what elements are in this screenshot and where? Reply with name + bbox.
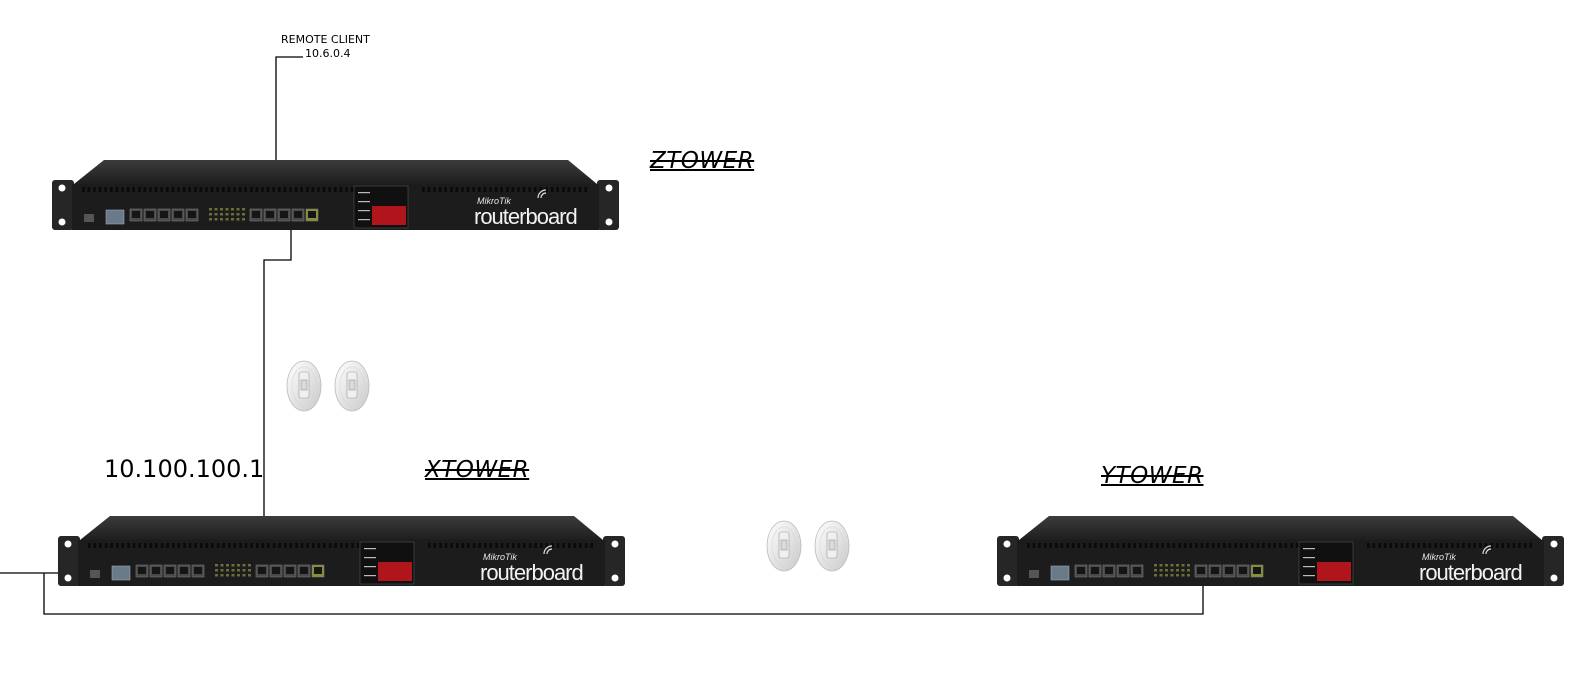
- mount-ear-left: [52, 180, 74, 230]
- chassis-top: [74, 160, 597, 184]
- link-z-to-x: [263, 215, 292, 570]
- brand-mikrotik: MikroTik: [1422, 552, 1456, 562]
- chassis-top: [1019, 516, 1542, 540]
- tower-label-z: ZTOWER: [650, 148, 755, 174]
- remote-client-label: REMOTE CLIENT: [281, 33, 370, 46]
- brand-routerboard: routerboard: [480, 560, 583, 585]
- antenna-pair-lower: [766, 520, 850, 572]
- tower-label-x: XTOWER: [425, 457, 530, 483]
- chassis-top: [80, 516, 603, 540]
- mount-ear-right: [1542, 536, 1564, 586]
- antenna-dish-icon: [814, 520, 850, 572]
- antenna-dish-icon: [286, 360, 322, 412]
- link-x-to-y: [43, 570, 1204, 615]
- antenna-dish-icon: [766, 520, 802, 572]
- wireless-logo-icon: [1482, 545, 1492, 555]
- wireless-logo-icon: [537, 189, 547, 199]
- brand-mikrotik: MikroTik: [483, 552, 517, 562]
- wireless-logo-icon: [543, 545, 553, 555]
- gateway-ip-label: 10.100.100.1: [104, 455, 265, 483]
- mount-ear-left: [997, 536, 1019, 586]
- mount-ear-right: [603, 536, 625, 586]
- mount-ear-right: [597, 180, 619, 230]
- brand-mikrotik: MikroTik: [477, 196, 511, 206]
- mount-ear-left: [58, 536, 80, 586]
- tower-label-y: YTOWER: [1101, 463, 1204, 489]
- brand-routerboard: routerboard: [1419, 560, 1522, 585]
- antenna-dish-icon: [334, 360, 370, 412]
- remote-client-ip: 10.6.0.4: [305, 47, 351, 60]
- antenna-pair-upper: [286, 360, 370, 412]
- brand-routerboard: routerboard: [474, 204, 577, 229]
